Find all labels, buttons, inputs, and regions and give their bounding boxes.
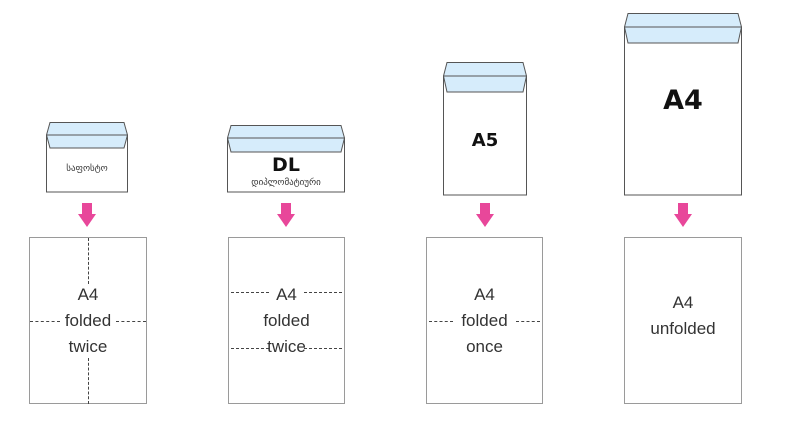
envelope-outline-icon <box>623 13 743 196</box>
paper-label-line: twice <box>68 337 108 356</box>
paper-label-line: unfolded <box>650 319 716 338</box>
paper-a4-folded-once: A4 folded once <box>426 237 543 404</box>
fold-line <box>88 358 89 404</box>
envelope-label: A5 <box>471 130 499 151</box>
fold-line <box>116 321 146 322</box>
down-arrow-icon <box>78 203 96 227</box>
down-arrow-icon <box>277 203 295 227</box>
paper-a4-folded-twice-cross: A4 folded twice <box>29 237 147 404</box>
paper-label-line: once <box>466 337 503 356</box>
envelope-a5: A5 <box>442 62 528 196</box>
fold-line <box>304 292 342 293</box>
envelope-outline-icon <box>45 122 129 193</box>
fold-line <box>30 321 60 322</box>
paper-label: A4 folded twice <box>229 282 344 360</box>
paper-label: A4 folded twice <box>30 282 146 360</box>
fold-line <box>88 238 89 284</box>
envelope-standard: საფოსტო <box>45 122 129 193</box>
paper-label-line: A4 <box>77 285 99 304</box>
down-arrow-icon <box>476 203 494 227</box>
paper-label-line: A4 <box>474 285 495 304</box>
paper-label-line: A4 <box>276 285 297 304</box>
paper-label-line: A4 <box>672 293 694 312</box>
paper-a4-folded-twice: A4 folded twice <box>228 237 345 404</box>
fold-line <box>231 292 269 293</box>
paper-a4-unfolded: A4 unfolded <box>624 237 742 404</box>
down-arrow-icon <box>674 203 692 227</box>
envelope-dl: DL დიპლომატიური <box>226 125 346 193</box>
paper-label-line: twice <box>267 337 306 356</box>
paper-label: A4 unfolded <box>625 290 741 342</box>
envelope-sublabel: საფოსტო <box>66 164 108 174</box>
envelope-label: A4 <box>663 85 703 116</box>
fold-line <box>429 321 453 322</box>
paper-label-line: folded <box>64 311 112 330</box>
envelope-outline-icon <box>442 62 528 196</box>
paper-label: A4 folded once <box>427 282 542 360</box>
paper-label-line: folded <box>461 311 508 330</box>
envelope-a4: A4 <box>623 13 743 196</box>
envelope-outline-icon <box>226 125 346 193</box>
fold-line <box>304 348 342 349</box>
fold-line <box>516 321 540 322</box>
fold-line <box>231 348 269 349</box>
envelope-sublabel: დიპლომატიური <box>251 178 321 188</box>
envelope-label: DL <box>272 154 300 176</box>
paper-label-line: folded <box>263 311 310 330</box>
